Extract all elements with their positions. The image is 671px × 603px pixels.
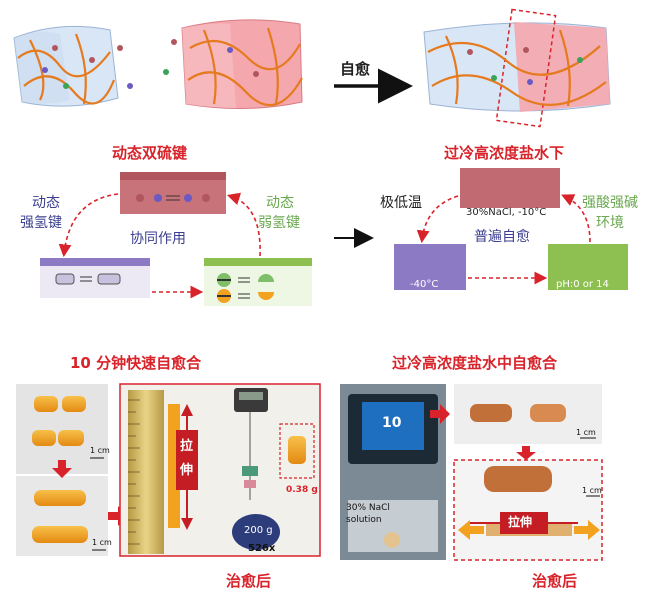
low-temp-box: [394, 244, 466, 290]
zoom-sample: [288, 436, 306, 464]
weak-hbond-label-2: 弱氢键: [258, 215, 300, 231]
after-heal-label-left: 治愈后: [226, 572, 272, 590]
strong-hbond-box: [40, 258, 150, 298]
middle-right-title: 过冷高浓度盐水下: [444, 144, 565, 162]
bond-markers: [42, 39, 583, 89]
stretch-label-bg-salt: [500, 512, 548, 534]
weight-200g: [232, 514, 280, 550]
solution-label-2: solution: [346, 515, 382, 525]
low-temp-label: 极低温: [380, 195, 422, 211]
solution-label-1: 30% NaCl: [346, 503, 390, 513]
after-heal-label-right: 治愈后: [532, 572, 578, 590]
weak-hbond-label-1: 动态: [266, 195, 294, 211]
disulfide-box: [120, 172, 226, 214]
bottom-right-title: 过冷高浓度盐水中自愈合: [392, 354, 558, 372]
heal-label: 自愈: [340, 60, 371, 78]
polymer-chains: [17, 27, 607, 107]
scale-label-4: 1 cm: [582, 486, 602, 495]
clamp-left: [458, 520, 484, 540]
low-temp-box-label: -40°C: [410, 279, 439, 290]
scale-label-2: 1 cm: [92, 538, 112, 547]
ratio-label: 526x: [248, 543, 276, 554]
stretch-label-salt: 拉伸: [508, 515, 533, 529]
freezer-display: [362, 402, 424, 450]
acid-base-label-2: 环境: [596, 215, 624, 231]
scale-display: [239, 392, 263, 400]
acid-base-label-1: 强酸强碱: [582, 195, 638, 211]
arrow-to-samples: [430, 404, 450, 424]
weight-label: 200 g: [244, 525, 273, 536]
gel-block-blue-left: [13, 25, 119, 107]
stretch-char-1: 拉: [180, 439, 194, 454]
clamp-right: [574, 520, 600, 540]
ruler-ticks: [128, 399, 140, 545]
cycle-arrows-right: [416, 194, 591, 285]
stretch-arrow-up: [181, 404, 193, 416]
salt-box-label: 30%NaCl, -10°C: [466, 207, 547, 218]
weak-hbond-box: [204, 258, 312, 306]
submerged-sample: [384, 532, 400, 548]
cycle-arrows-left: [58, 192, 261, 299]
salt-sample-piece-1: [470, 404, 512, 422]
salt-box: [460, 168, 560, 208]
middle-left-title: 动态双硫键: [112, 144, 188, 162]
down-arrow: [52, 460, 72, 478]
synergy-label: 协同作用: [130, 231, 186, 247]
stretch-char-2: 伸: [180, 463, 194, 478]
stretch-arrow-down: [181, 518, 193, 530]
salt-sample-piece-2: [530, 404, 566, 422]
stretch-label-bg: [176, 430, 198, 490]
sample-pieces: [32, 396, 88, 543]
salt-healed-sample: [484, 466, 552, 492]
arrow-down-salt: [516, 446, 536, 460]
strong-hbond-label-2: 强氢键: [20, 215, 62, 231]
scale-label-1: 1 cm: [90, 446, 110, 455]
strong-hbond-label-1: 动态: [32, 195, 60, 211]
bottom-left-title: 10 分钟快速自愈合: [70, 354, 202, 372]
acid-base-box: [548, 244, 628, 290]
acid-base-box-label: pH:0 or 14: [556, 279, 609, 290]
zoom-box: [279, 423, 315, 479]
universal-heal-label: 普遍自愈: [474, 229, 530, 245]
mass-label: 0.38 g: [286, 485, 318, 495]
hanging-clips: [242, 466, 258, 488]
scale-label-3: 1 cm: [576, 428, 596, 437]
photo-cut-samples: [16, 384, 108, 474]
freezer-display-value: 10: [382, 415, 402, 431]
